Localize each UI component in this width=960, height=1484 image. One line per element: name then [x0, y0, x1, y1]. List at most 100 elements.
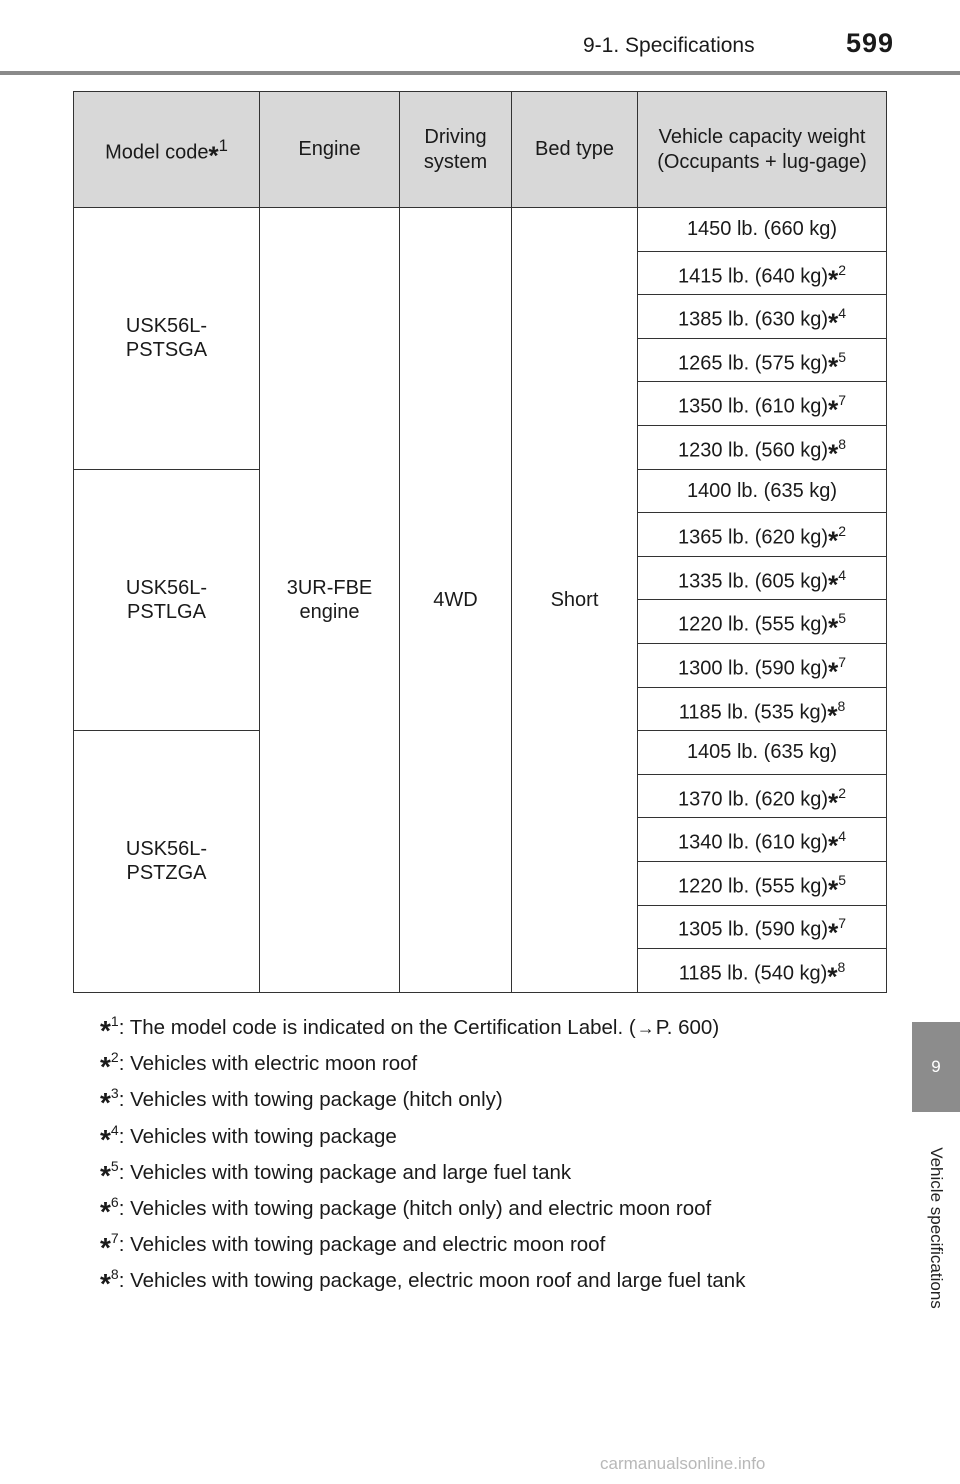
model-code-cell: USK56L-PSTZGA [73, 730, 260, 993]
capacity-cell: 1305 lb. (590 kg)*7 [637, 904, 887, 950]
header-model-code: Model code*1 [73, 91, 260, 208]
specifications-table: Model code*1 Engine Driving system Bed t… [73, 91, 887, 993]
footnote-text: : The model code is indicated on the Cer… [118, 1015, 636, 1039]
footnote-ref: 4 [838, 566, 847, 583]
footnote-asterisk: * [828, 395, 839, 425]
header-driving-system: Driving system [399, 91, 512, 208]
footnote-number: 7 [110, 1230, 119, 1247]
table-row: 1415 lb. (640 kg)*2 [74, 250, 887, 296]
footnote-text: : Vehicles with towing package and large… [118, 1160, 572, 1184]
capacity-cell: 1265 lb. (575 kg)*5 [637, 337, 887, 383]
footnote-asterisk: * [828, 787, 839, 818]
footnote-asterisk: * [828, 612, 839, 643]
driving-system-cell: 4WD [399, 207, 512, 993]
footnote-asterisk: * [100, 1087, 111, 1119]
capacity-value: 1300 lb. (590 kg) [677, 657, 829, 680]
capacity-value: 1405 lb. (635 kg) [686, 741, 838, 764]
capacity-cell: 1340 lb. (610 kg)*4 [637, 817, 887, 862]
table-row: 1230 lb. (560 kg)*8 [74, 424, 887, 470]
footnote-ref: 7 [838, 392, 847, 409]
footnote-asterisk: * [100, 1268, 111, 1300]
capacity-cell: 1370 lb. (620 kg)*2 [637, 773, 887, 819]
footnote-asterisk: * [828, 264, 839, 295]
header-engine: Engine [259, 91, 400, 208]
footnote-text: : Vehicles with towing package, electric… [118, 1269, 746, 1293]
capacity-cell: 1220 lb. (555 kg)*5 [637, 860, 887, 906]
footnote-item: *6: Vehicles with towing package (hitch … [100, 1184, 745, 1225]
table-row: 1305 lb. (590 kg)*7 [74, 904, 887, 950]
engine-cell: 3UR-FBE engine [259, 207, 400, 993]
footnote-text: : Vehicles with electric moon roof [118, 1052, 418, 1076]
footnote-text: : Vehicles with towing package [118, 1124, 397, 1148]
footnote-ref: 8 [837, 959, 846, 976]
footnote-item: *3: Vehicles with towing package (hitch … [100, 1075, 745, 1116]
capacity-cell: 1335 lb. (605 kg)*4 [637, 555, 887, 601]
capacity-value: 1365 lb. (620 kg) [677, 526, 829, 549]
table-row: 1265 lb. (575 kg)*5 [74, 337, 887, 383]
footnote-asterisk: * [828, 438, 839, 469]
footnote-asterisk: * [100, 1159, 111, 1191]
footnotes: * 1: The model code is indicated on the C… [100, 1003, 746, 1298]
model-code-cell: USK56L-PSTSGA [73, 207, 260, 470]
footnote-ref: 4 [838, 305, 847, 322]
footnote-asterisk: * [208, 140, 219, 171]
watermark: carmanualsonline.info [600, 1454, 766, 1473]
capacity-value: 1265 lb. (575 kg) [677, 352, 829, 375]
capacity-cell: 1300 lb. (590 kg)*7 [637, 642, 887, 688]
capacity-cell: 1185 lb. (540 kg)*8 [637, 948, 887, 993]
capacity-value: 1400 lb. (635 kg) [686, 479, 838, 502]
capacity-value: 1185 lb. (540 kg) [678, 962, 828, 985]
capacity-value: 1370 lb. (620 kg) [677, 788, 829, 811]
capacity-value: 1230 lb. (560 kg) [677, 439, 829, 462]
capacity-value: 1415 lb. (640 kg) [677, 265, 829, 288]
table-row: 1300 lb. (590 kg)*7 [74, 642, 887, 688]
capacity-value: 1450 lb. (660 kg) [686, 218, 838, 241]
footnote-asterisk: * [827, 700, 838, 731]
footnote-number: 5 [110, 1157, 119, 1174]
page-reference-link[interactable]: P. 600 [655, 1015, 713, 1039]
bed-type-cell: Short [511, 207, 638, 993]
footnote-number: 1 [110, 1013, 119, 1029]
footnote-ref: 2 [838, 523, 847, 540]
footnote-text: : Vehicles with towing package (hitch on… [118, 1196, 712, 1220]
footnote-asterisk: * [827, 961, 838, 992]
table-row: 1185 lb. (540 kg)*8 [74, 948, 887, 993]
footnote-asterisk: * [828, 830, 839, 861]
footnote-item: *5: Vehicles with towing package and lar… [100, 1148, 745, 1189]
capacity-cell: 1400 lb. (635 kg) [637, 468, 887, 514]
table-row: 1335 lb. (605 kg)*4 [74, 555, 887, 601]
footnote-ref: 2 [838, 261, 847, 278]
capacity-cell: 1365 lb. (620 kg)*2 [637, 512, 887, 557]
capacity-cell: 1350 lb. (610 kg)*7 [637, 381, 887, 426]
footnote-number: 6 [110, 1193, 119, 1210]
footnote-asterisk: * [828, 351, 839, 382]
footnote-number: 3 [110, 1085, 119, 1102]
capacity-cell: 1405 lb. (635 kg) [637, 730, 887, 775]
footnote-ref: 4 [838, 828, 847, 845]
footnote-text-end: ) [712, 1015, 720, 1039]
table-row: 1340 lb. (610 kg)*4 [74, 817, 887, 862]
page-number: 599 [846, 28, 895, 58]
footnote-text: : Vehicles with towing package and elect… [118, 1232, 606, 1256]
footnote-number: 2 [110, 1049, 119, 1066]
capacity-value: 1385 lb. (630 kg) [677, 308, 829, 331]
header-bed-type: Bed type [511, 91, 638, 208]
footnote-text: : Vehicles with towing package (hitch on… [118, 1088, 503, 1112]
footnote-item: *1: The model code is indicated on the C… [100, 1003, 745, 1044]
capacity-value: 1340 lb. (610 kg) [677, 831, 829, 854]
capacity-cell: 1220 lb. (555 kg)*5 [637, 599, 887, 644]
footnote-ref: 5 [838, 610, 847, 627]
header-divider [0, 71, 960, 75]
capacity-value: 1185 lb. (535 kg) [678, 701, 828, 724]
footnote-asterisk: * [828, 918, 839, 949]
footnote-ref: 5 [838, 871, 847, 888]
footnote-asterisk: * [100, 1195, 111, 1227]
footnote-item: *4: Vehicles with towing package [100, 1112, 745, 1153]
chapter-tab[interactable]: 9 [912, 1022, 960, 1112]
footnote-ref: 7 [838, 653, 847, 670]
footnote-asterisk: * [828, 525, 839, 556]
footnote-asterisk: * [828, 874, 839, 905]
table-row: 1365 lb. (620 kg)*2 [74, 512, 887, 557]
